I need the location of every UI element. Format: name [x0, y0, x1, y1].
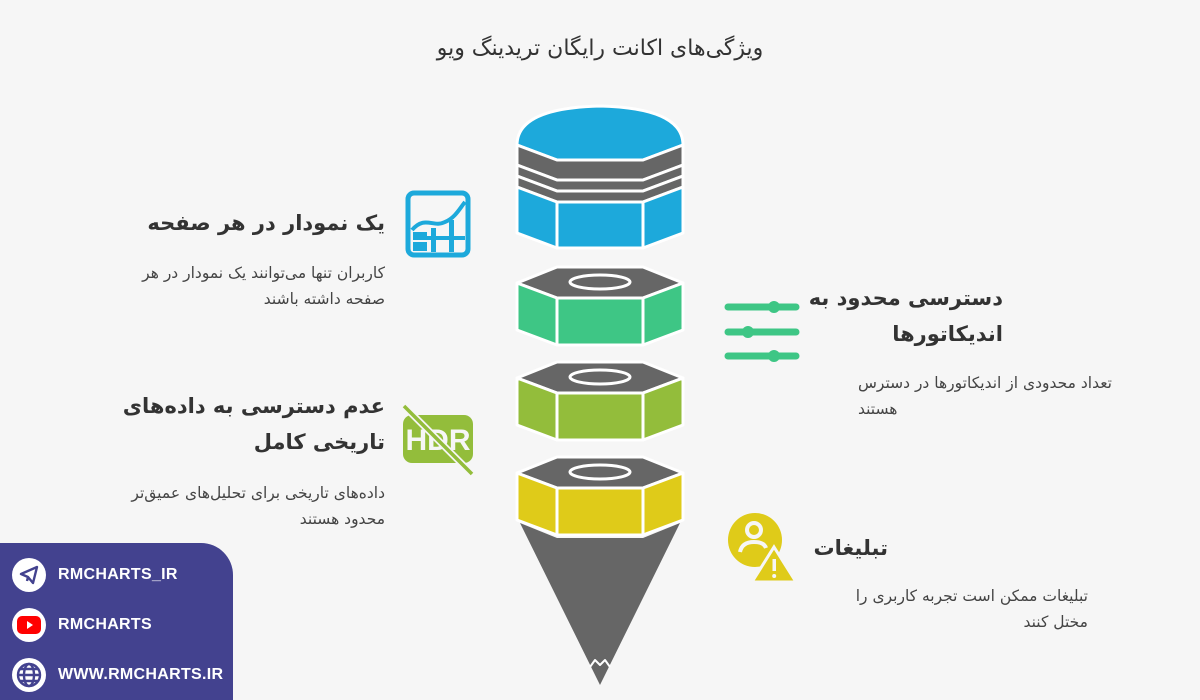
- social-youtube[interactable]: RMCHARTS: [12, 608, 152, 642]
- feature-title: دسترسی محدود به اندیکاتورها: [809, 280, 1003, 352]
- stack-segment-green: [515, 265, 685, 347]
- desc-line: مختل کنند: [1023, 613, 1088, 631]
- user-warning-icon: [728, 513, 798, 584]
- desc-line: صفحه داشته باشند: [263, 290, 385, 308]
- youtube-icon: [12, 608, 46, 642]
- stack-segment-lime: [515, 360, 685, 442]
- title-line: تاریخی کامل: [253, 430, 385, 454]
- feature-title: یک نمودار در هر صفحه: [147, 211, 385, 235]
- social-label: RMCHARTS_IR: [58, 566, 178, 583]
- feature-title: عدم دسترسی به داده‌های تاریخی کامل: [123, 388, 385, 460]
- desc-line: تبلیغات ممکن است تجربه کاربری را: [855, 587, 1088, 605]
- desc-line: محدود هستند: [299, 510, 385, 528]
- chart-grid-icon: [405, 190, 471, 258]
- title-line: اندیکاتورها: [892, 322, 1003, 346]
- telegram-icon: [12, 558, 46, 592]
- desc-line: کاربران تنها می‌توانند یک نمودار در هر: [142, 264, 385, 282]
- feature-title: تبلیغات: [813, 536, 888, 560]
- globe-icon: [12, 658, 46, 692]
- social-label: RMCHARTS: [58, 616, 152, 633]
- stack-segment-yellow: [515, 455, 685, 685]
- social-panel: RMCHARTS_IR RMCHARTS WWW.RMCHARTS.IR: [0, 543, 233, 700]
- desc-line: داده‌های تاریخی برای تحلیل‌های عمیق‌تر: [131, 484, 385, 502]
- feature-description: کاربران تنها می‌توانند یک نمودار در هر ص…: [142, 260, 385, 312]
- title-line: عدم دسترسی به داده‌های: [122, 394, 385, 418]
- pencil-tip: [520, 523, 680, 685]
- sliders-icon: [724, 301, 800, 362]
- social-website[interactable]: WWW.RMCHARTS.IR: [12, 658, 223, 692]
- title-line: دسترسی محدود به: [808, 286, 1003, 310]
- social-telegram[interactable]: RMCHARTS_IR: [12, 558, 178, 592]
- desc-line: هستند: [857, 400, 898, 418]
- page-title: ویژگی‌های اکانت رایگان تریدینگ ویو: [436, 36, 764, 61]
- desc-line: تعداد محدودی از اندیکاتورها در دسترس: [857, 374, 1112, 392]
- social-label: WWW.RMCHARTS.IR: [58, 666, 224, 683]
- hdr-off-icon: HDR: [401, 403, 475, 477]
- feature-description: داده‌های تاریخی برای تحلیل‌های عمیق‌تر م…: [131, 480, 385, 532]
- feature-description: تبلیغات ممکن است تجربه کاربری را مختل کن…: [856, 583, 1088, 635]
- stack-segment-blue: [515, 104, 685, 250]
- feature-description: تعداد محدودی از اندیکاتورها در دسترس هست…: [858, 370, 1112, 422]
